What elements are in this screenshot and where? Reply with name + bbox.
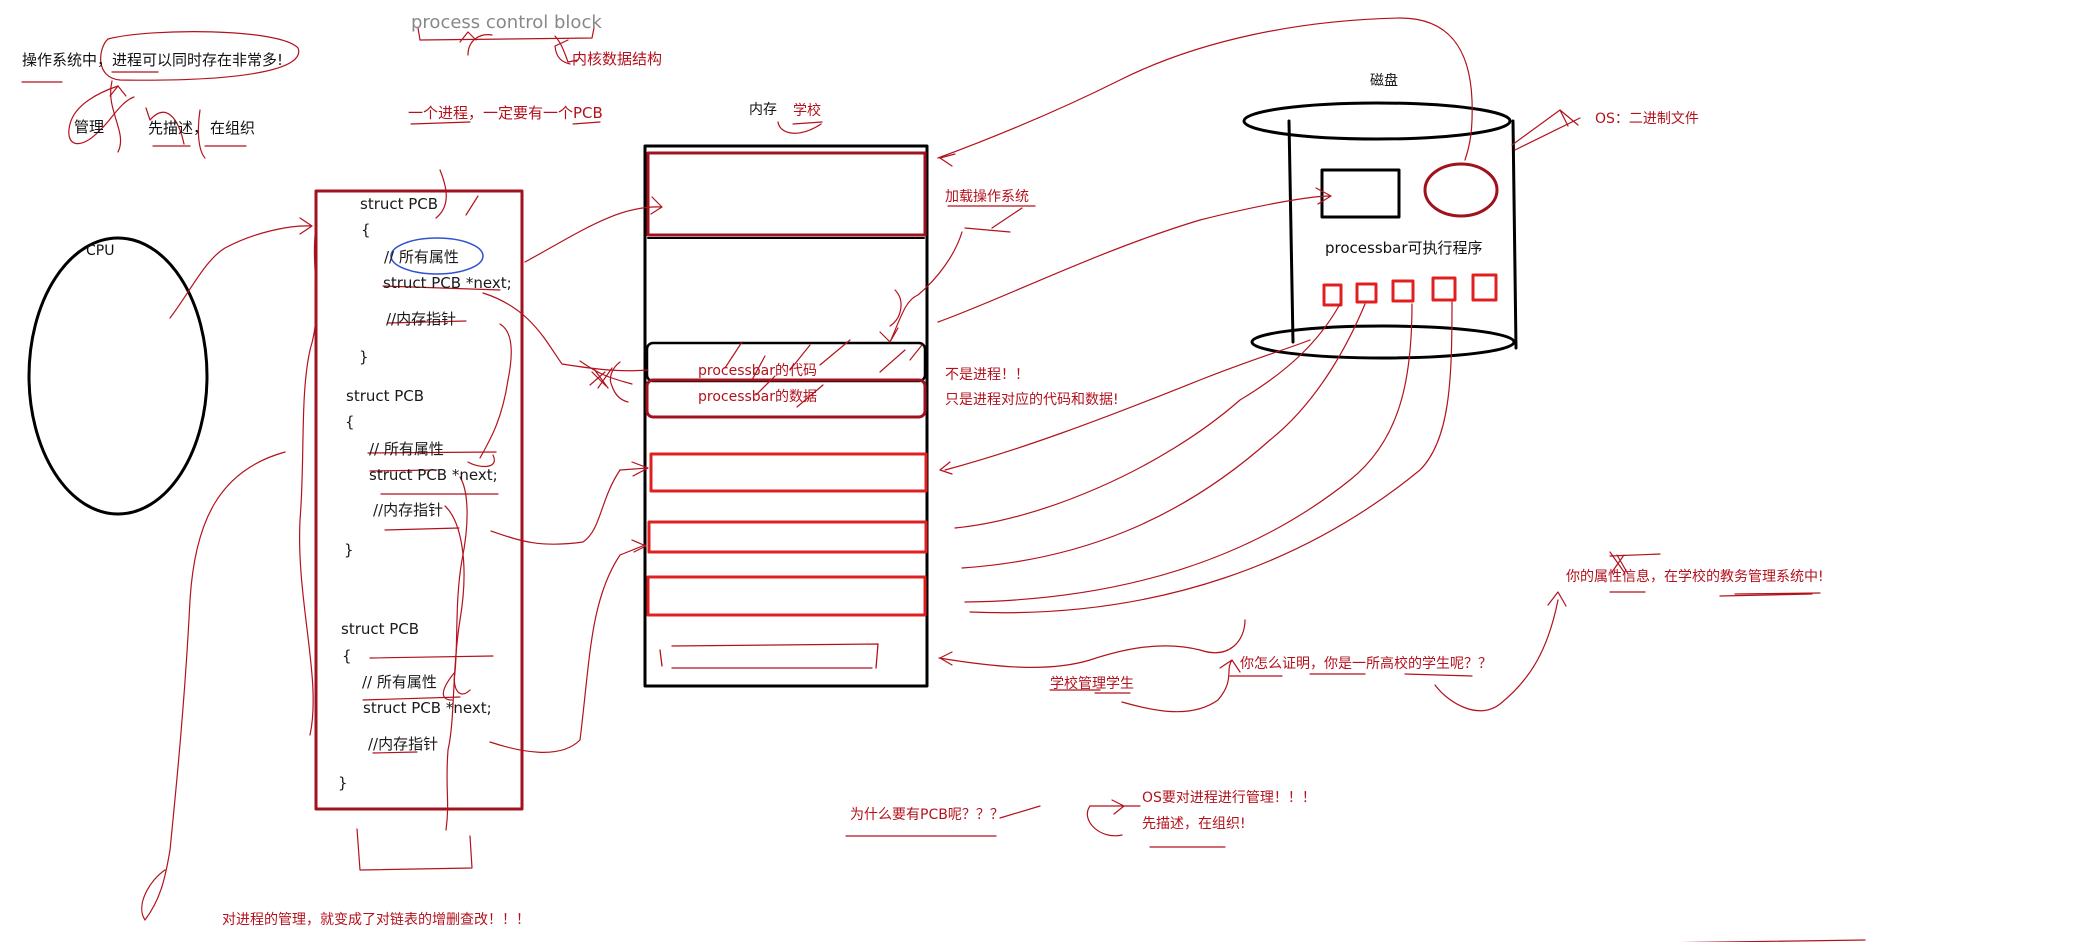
memory-box (643, 144, 929, 688)
processbar-code-label: processbar的代码 (698, 363, 818, 379)
disk-os-ellipse (1423, 162, 1499, 218)
pcb2-ptr: //内存指针 (373, 501, 444, 519)
pcb3-ptr: //内存指针 (368, 735, 439, 753)
pcb1-next: struct PCB *next; (383, 274, 512, 292)
describe-organize-note: 先描述，在组织! (1142, 816, 1246, 832)
pcb-full-name: process control block (411, 12, 602, 33)
pcb1-struct: struct PCB (360, 195, 439, 213)
processbar-data-label: processbar的数据 (698, 389, 818, 405)
pcb2-close: } (344, 541, 354, 559)
os-statement-prefix: 操作系统中， (22, 51, 113, 69)
load-os-label: 加载操作系统 (945, 189, 1029, 205)
disk-bottom (1250, 324, 1516, 360)
os-statement-highlight: 进程可以同时存在非常多! (112, 51, 284, 69)
only-code-data-note: 只是进程对应的代码和数据! (945, 392, 1119, 408)
first-describe-label: 先描述， (148, 119, 209, 137)
pcb1-close: } (359, 348, 369, 366)
memory-data-slot (645, 378, 927, 419)
executable-label: processbar可执行程序 (1325, 239, 1483, 257)
pcb3-attrs: // 所有属性 (362, 673, 437, 691)
why-pcb-note: 为什么要有PCB呢？？？ (850, 807, 1004, 823)
memory-scribble (659, 643, 879, 669)
cpu-ellipse (27, 236, 209, 516)
pcb-list-box (314, 189, 524, 811)
memory-label: 内存 (749, 102, 777, 118)
disk-body (1287, 119, 1518, 350)
cpu-label: CPU (86, 243, 115, 259)
linked-list-note: 对进程的管理，就变成了对链表的增删查改！！！ (222, 912, 530, 928)
student-info-note: 你的属性信息，在学校的教务管理系统中! (1566, 569, 1824, 585)
school-manages-note: 学校管理学生 (1050, 676, 1134, 692)
os-binary-label: OS：二进制文件 (1595, 111, 1699, 127)
pcb3-struct: struct PCB (341, 620, 420, 638)
blue-highlight (390, 237, 484, 275)
pcb1-attrs: // 所有属性 (384, 248, 459, 266)
prove-student-note: 你怎么证明，你是一所高校的学生呢？？ (1240, 656, 1492, 672)
kernel-data-structure-label: 内核数据结构 (572, 50, 663, 68)
pcb3-close: } (338, 774, 348, 792)
pcb2-next: struct PCB *next; (369, 466, 498, 484)
os-manage-note: OS要对进程进行管理！！！ (1142, 790, 1316, 806)
annotation-arrows (21, 17, 1866, 942)
disk-exe-blocks (1322, 273, 1498, 307)
one-process-one-pcb: 一个进程，一定要有一个PCB (408, 104, 603, 122)
pcb2-struct: struct PCB (346, 387, 425, 405)
memory-slot-5 (646, 575, 927, 617)
disk-top (1242, 101, 1512, 141)
not-process-note: 不是进程！！ (945, 367, 1029, 383)
memory-slot-4 (647, 520, 928, 554)
pcb2-attrs: // 所有属性 (369, 440, 444, 458)
memory-os-slot (646, 151, 927, 237)
then-organize-label: 在组织 (210, 119, 256, 137)
pcb2-open: { (345, 413, 355, 431)
school-label: 学校 (793, 103, 821, 119)
pcb1-open: { (361, 221, 371, 239)
disk-file-rect (1320, 168, 1401, 219)
disk-label: 磁盘 (1370, 73, 1398, 89)
memory-slot-3 (649, 452, 928, 493)
pcb3-open: { (342, 647, 352, 665)
manage-label: 管理 (74, 118, 105, 136)
pcb1-ptr: //内存指针 (386, 310, 457, 328)
pcb3-next: struct PCB *next; (363, 699, 492, 717)
